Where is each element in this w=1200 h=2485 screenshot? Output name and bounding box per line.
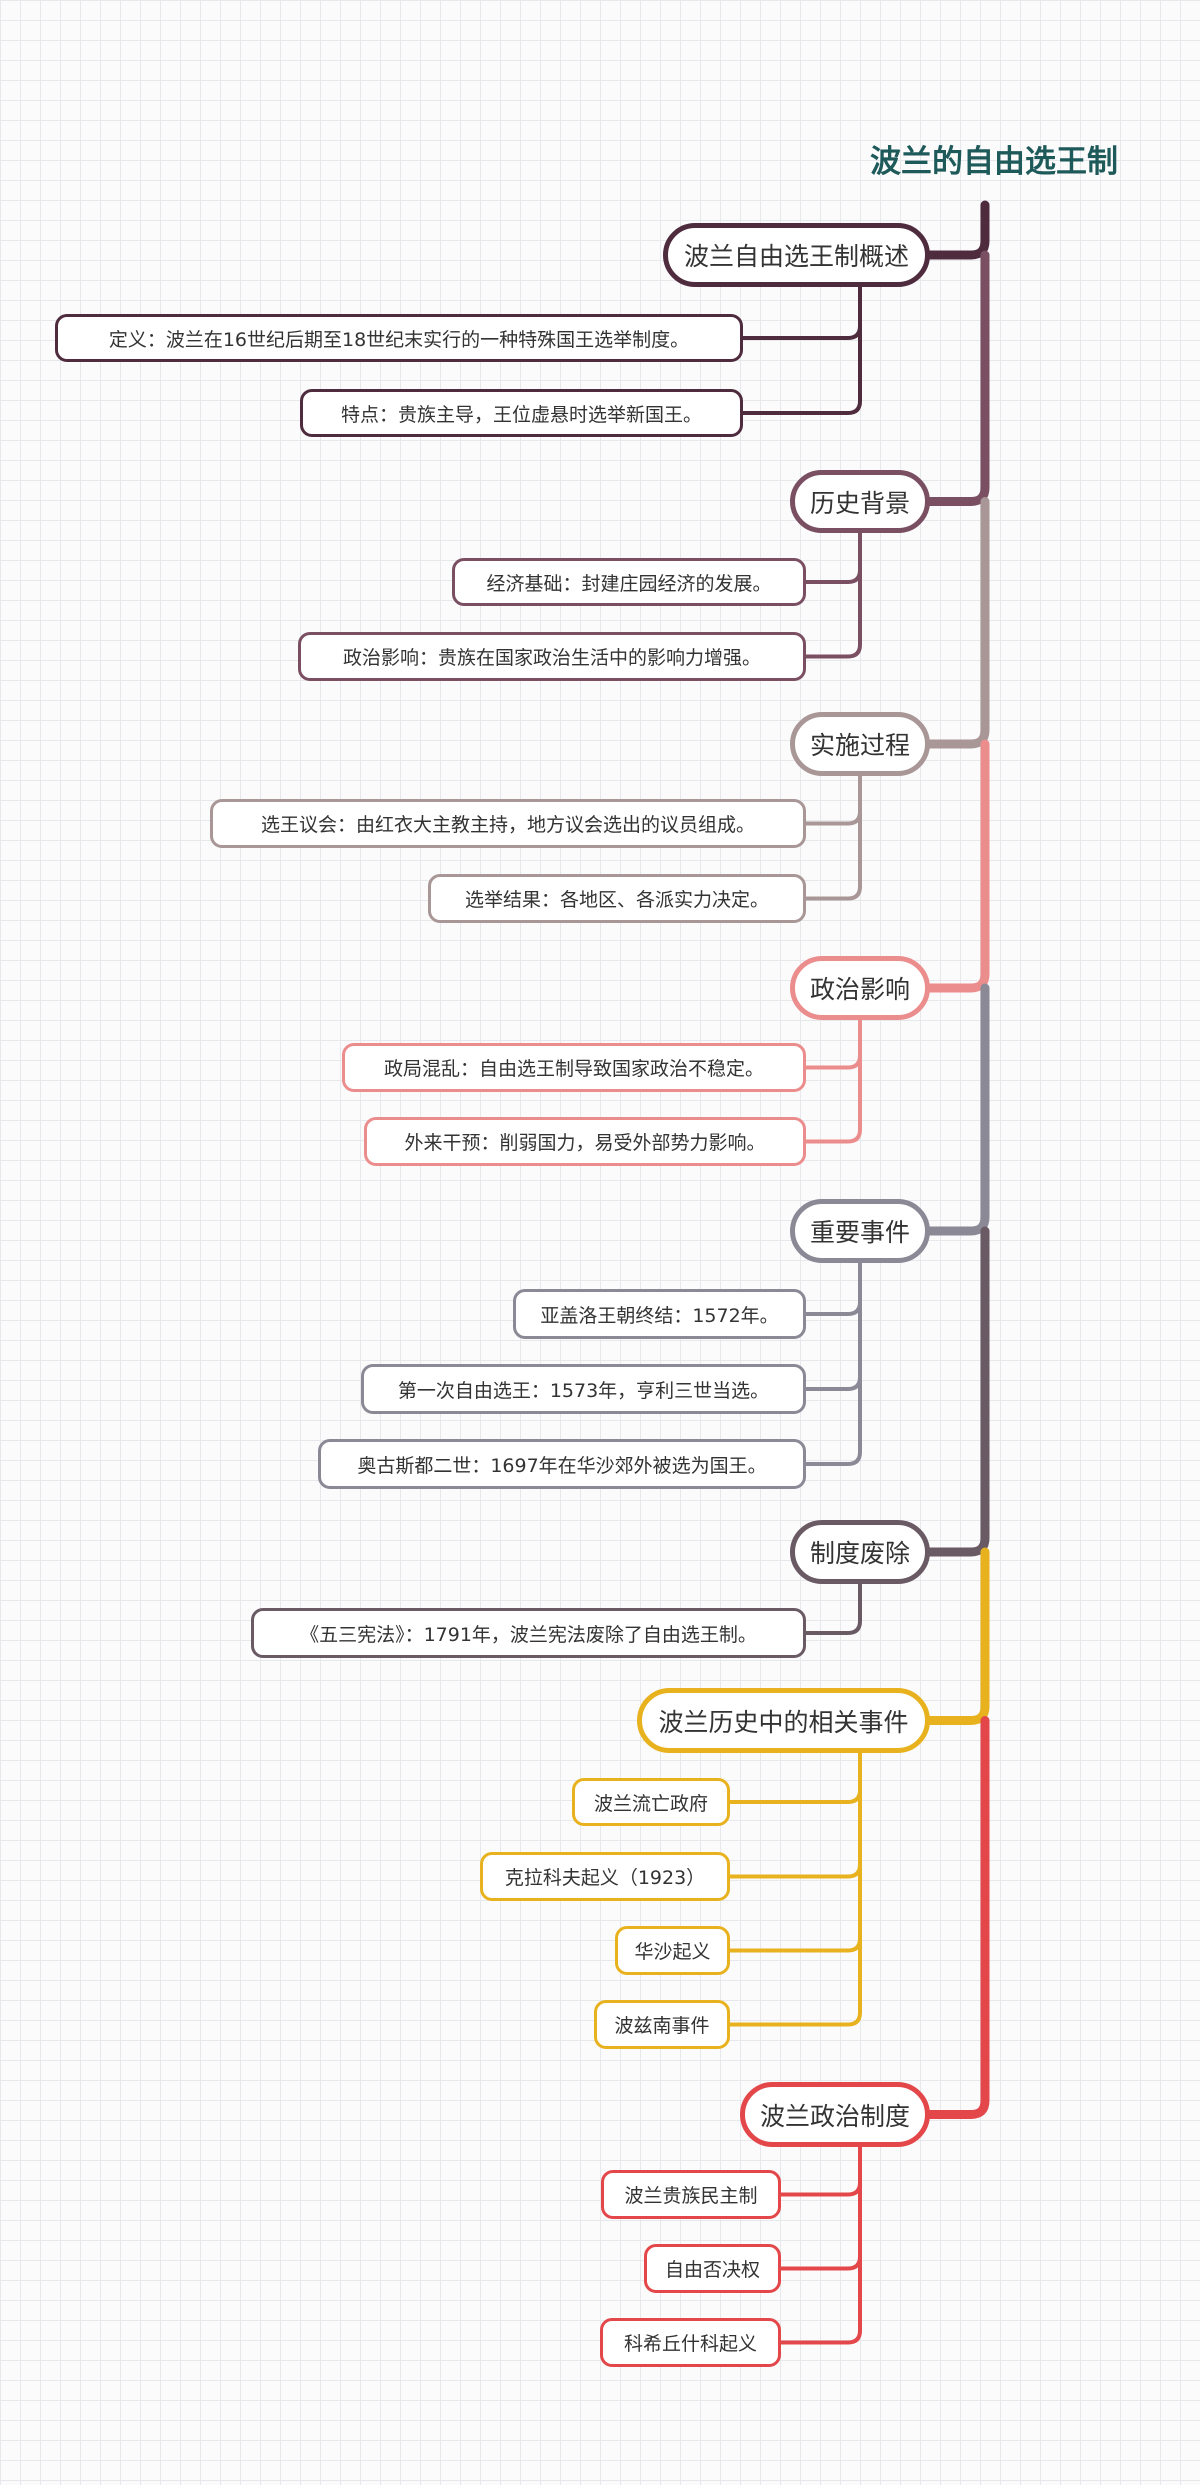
branch-connector — [728, 1751, 862, 1879]
branch-connector — [779, 2145, 862, 2197]
subtopic-node[interactable]: 第一次自由选王：1573年，亨利三世当选。 — [361, 1364, 806, 1414]
subtopic-node[interactable]: 科希丘什科起义 — [600, 2318, 781, 2367]
spine-connector — [925, 250, 990, 506]
spine-connector — [925, 739, 990, 993]
branch-connector — [804, 1582, 862, 1635]
branch-connector — [804, 531, 862, 659]
branch-connector — [779, 2145, 862, 2345]
branch-connector — [804, 1261, 862, 1391]
spine-connector — [925, 1716, 990, 2119]
branch-connector — [728, 1751, 862, 1953]
topic-node[interactable]: 重要事件 — [790, 1199, 930, 1263]
subtopic-node[interactable]: 奥古斯都二世：1697年在华沙郊外被选为国王。 — [318, 1439, 806, 1489]
branch-connector — [728, 1751, 862, 1804]
topic-node[interactable]: 实施过程 — [790, 712, 930, 776]
branch-connector — [804, 1261, 862, 1316]
subtopic-node[interactable]: 政局混乱：自由选王制导致国家政治不稳定。 — [342, 1043, 806, 1092]
branch-connector — [804, 774, 862, 901]
subtopic-node[interactable]: 波兹南事件 — [594, 2000, 730, 2049]
branch-connector — [804, 1018, 862, 1144]
subtopic-node[interactable]: 特点：贵族主导，王位虚悬时选举新国王。 — [300, 389, 743, 437]
spine-connector — [925, 1547, 990, 1725]
topic-node[interactable]: 波兰历史中的相关事件 — [637, 1688, 930, 1753]
subtopic-node[interactable]: 经济基础：封建庄园经济的发展。 — [452, 558, 806, 606]
spine-connector — [925, 497, 990, 749]
topic-node[interactable]: 历史背景 — [790, 470, 930, 533]
branch-connector — [741, 285, 862, 340]
subtopic-node[interactable]: 选举结果：各地区、各派实力决定。 — [428, 874, 806, 923]
map-title[interactable]: 波兰的自由选王制 — [870, 144, 1118, 180]
branch-connector — [804, 774, 862, 826]
subtopic-node[interactable]: 《五三宪法》：1791年，波兰宪法废除了自由选王制。 — [251, 1608, 806, 1658]
subtopic-node[interactable]: 亚盖洛王朝终结：1572年。 — [513, 1289, 806, 1339]
branch-connector — [728, 1751, 862, 2027]
branch-connector — [804, 1018, 862, 1070]
branch-connector — [804, 531, 862, 584]
subtopic-node[interactable]: 外来干预：削弱国力，易受外部势力影响。 — [364, 1117, 806, 1166]
spine-connector — [925, 983, 990, 1236]
subtopic-node[interactable]: 选王议会：由红衣大主教主持，地方议会选出的议员组成。 — [210, 799, 806, 848]
topic-node[interactable]: 波兰政治制度 — [740, 2082, 930, 2147]
spine-connector — [925, 1226, 990, 1557]
subtopic-node[interactable]: 华沙起义 — [615, 1926, 730, 1975]
subtopic-node[interactable]: 克拉科夫起义（1923） — [480, 1852, 730, 1901]
subtopic-node[interactable]: 政治影响：贵族在国家政治生活中的影响力增强。 — [298, 632, 806, 681]
subtopic-node[interactable]: 定义：波兰在16世纪后期至18世纪末实行的一种特殊国王选举制度。 — [55, 314, 743, 362]
spine-connector — [925, 200, 990, 260]
topic-node[interactable]: 波兰自由选王制概述 — [663, 223, 930, 287]
topic-node[interactable]: 制度废除 — [790, 1520, 930, 1584]
branch-connector — [741, 285, 862, 415]
subtopic-node[interactable]: 自由否决权 — [644, 2244, 781, 2293]
branch-connector — [779, 2145, 862, 2271]
topic-node[interactable]: 政治影响 — [790, 956, 930, 1020]
branch-connector — [804, 1261, 862, 1466]
subtopic-node[interactable]: 波兰流亡政府 — [572, 1778, 730, 1826]
subtopic-node[interactable]: 波兰贵族民主制 — [601, 2170, 781, 2219]
